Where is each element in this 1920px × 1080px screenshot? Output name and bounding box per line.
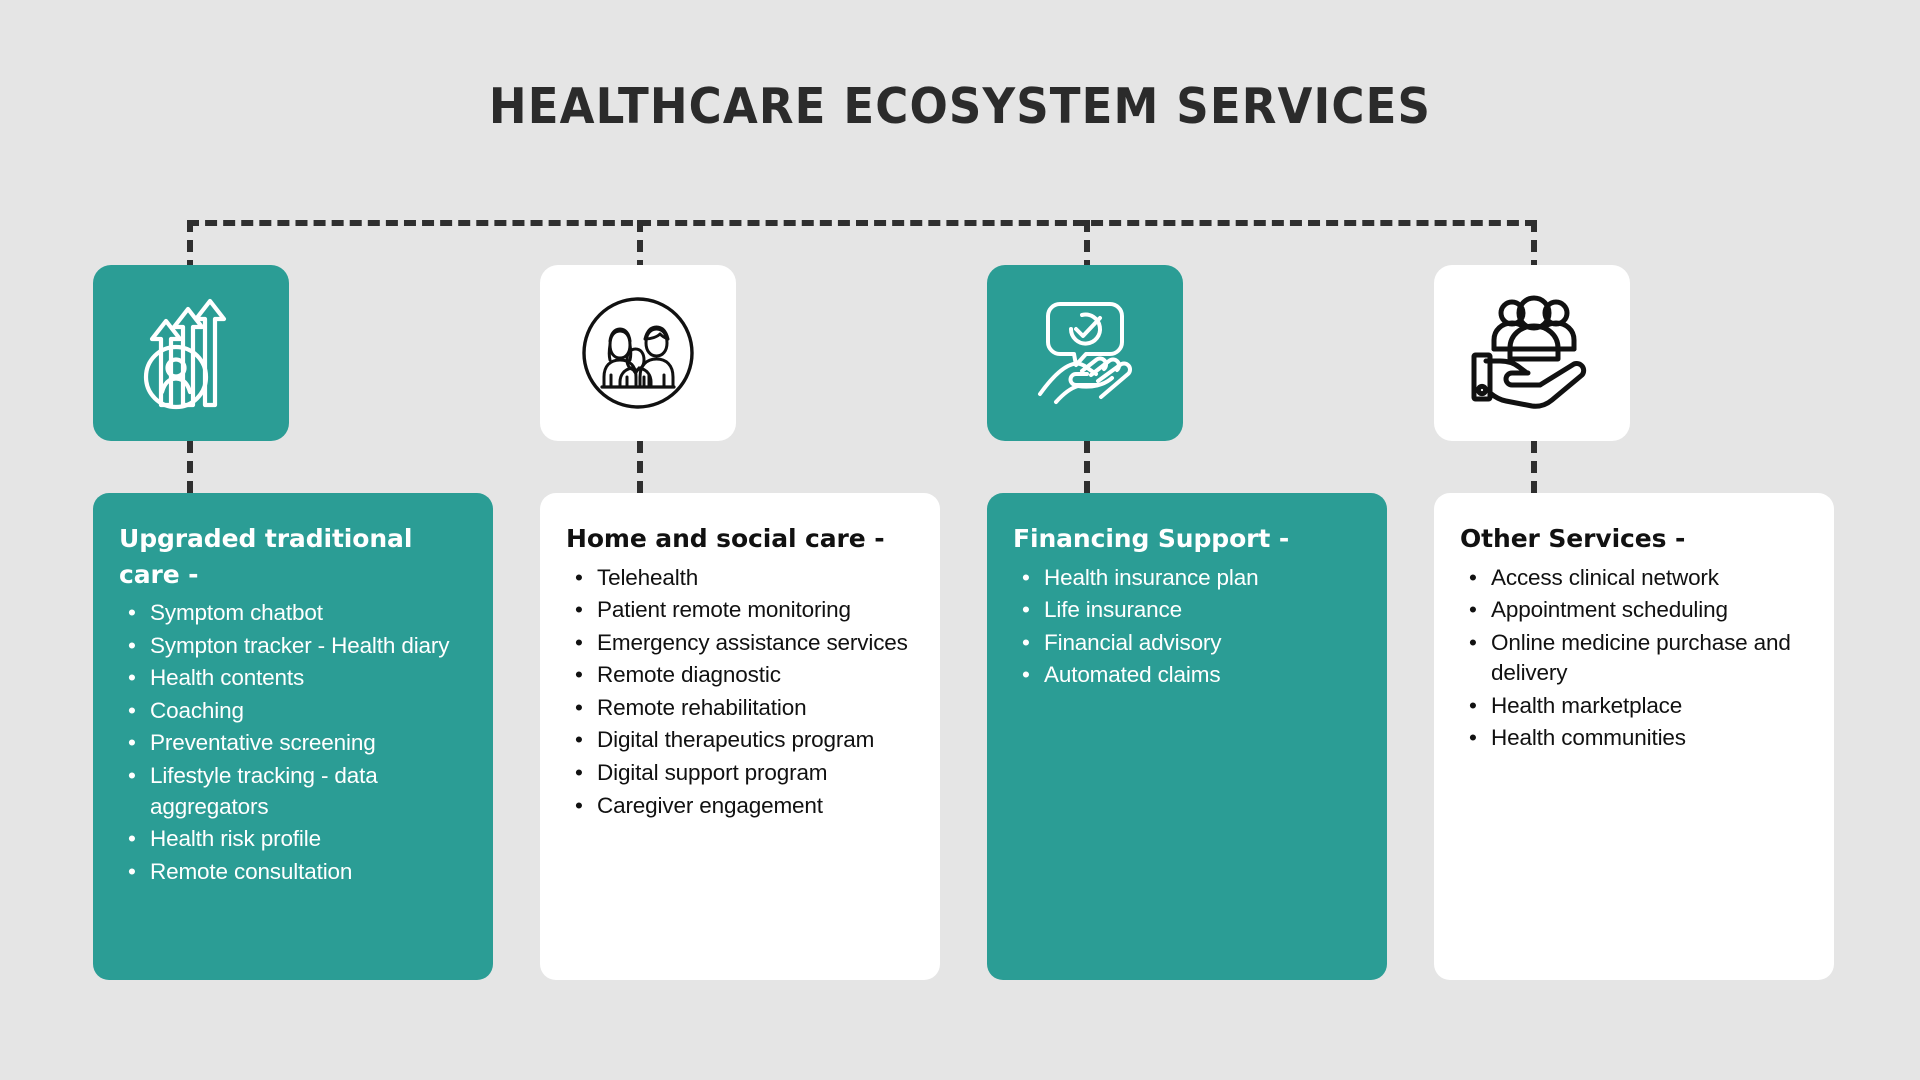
column-3-icon-wrap bbox=[987, 265, 1387, 441]
list-item: Digital support program bbox=[566, 758, 914, 789]
hand-holding-people-icon bbox=[1468, 291, 1596, 415]
connector-icon-to-card-1 bbox=[187, 441, 193, 493]
list-item: Appointment scheduling bbox=[1460, 595, 1808, 626]
list-item: Caregiver engagement bbox=[566, 791, 914, 822]
list-item: Financial advisory bbox=[1013, 628, 1361, 659]
column-2-icon-wrap bbox=[540, 265, 940, 441]
card-list: Telehealth Patient remote monitoring Eme… bbox=[566, 563, 914, 822]
list-item: Telehealth bbox=[566, 563, 914, 594]
list-item: Digital therapeutics program bbox=[566, 725, 914, 756]
card-list: Symptom chatbot Sympton tracker - Health… bbox=[119, 598, 467, 887]
column-4-icon-wrap bbox=[1434, 265, 1834, 441]
list-item: Remote consultation bbox=[119, 857, 467, 888]
list-item: Automated claims bbox=[1013, 660, 1361, 691]
column-1-icon-wrap bbox=[93, 265, 493, 441]
list-item: Health contents bbox=[119, 663, 467, 694]
card-other-services[interactable]: Other Services - Access clinical network… bbox=[1434, 493, 1834, 980]
card-upgraded-traditional-care[interactable]: Upgraded traditional care - Symptom chat… bbox=[93, 493, 493, 980]
connector-drop-1 bbox=[187, 220, 193, 272]
connector-drop-3 bbox=[1084, 220, 1090, 272]
list-item: Health communities bbox=[1460, 723, 1808, 754]
card-title: Financing Support - bbox=[1013, 524, 1290, 553]
list-item: Lifestyle tracking - data aggregators bbox=[119, 761, 467, 822]
list-item: Coaching bbox=[119, 696, 467, 727]
card-list: Access clinical network Appointment sche… bbox=[1460, 563, 1808, 755]
connector-horizontal-bus bbox=[187, 220, 1537, 226]
icon-box-2 bbox=[540, 265, 736, 441]
list-item: Symptom chatbot bbox=[119, 598, 467, 629]
connector-drop-2 bbox=[637, 220, 643, 272]
hand-approved-chat-icon bbox=[1024, 292, 1146, 414]
connector-icon-to-card-2 bbox=[637, 441, 643, 493]
list-item: Preventative screening bbox=[119, 728, 467, 759]
list-item: Remote rehabilitation bbox=[566, 693, 914, 724]
card-home-and-social-care[interactable]: Home and social care - Telehealth Patien… bbox=[540, 493, 940, 980]
page-title: HEALTHCARE ECOSYSTEM SERVICES bbox=[488, 78, 1432, 135]
list-item: Online medicine purchase and delivery bbox=[1460, 628, 1808, 689]
connector-drop-4 bbox=[1531, 220, 1537, 272]
card-title: Upgraded traditional care - bbox=[119, 524, 413, 589]
connector-icon-to-card-3 bbox=[1084, 441, 1090, 493]
list-item: Health marketplace bbox=[1460, 691, 1808, 722]
list-item: Access clinical network bbox=[1460, 563, 1808, 594]
list-item: Health risk profile bbox=[119, 824, 467, 855]
list-item: Patient remote monitoring bbox=[566, 595, 914, 626]
list-item: Emergency assistance services bbox=[566, 628, 914, 659]
growth-arrows-person-icon bbox=[131, 293, 251, 413]
list-item: Life insurance bbox=[1013, 595, 1361, 626]
card-title: Home and social care - bbox=[566, 524, 885, 553]
connector-icon-to-card-4 bbox=[1531, 441, 1537, 493]
icon-box-1 bbox=[93, 265, 289, 441]
icon-box-4 bbox=[1434, 265, 1630, 441]
card-list: Health insurance plan Life insurance Fin… bbox=[1013, 563, 1361, 691]
card-title: Other Services - bbox=[1460, 524, 1686, 553]
list-item: Sympton tracker - Health diary bbox=[119, 631, 467, 662]
icon-box-3 bbox=[987, 265, 1183, 441]
card-financing-support[interactable]: Financing Support - Health insurance pla… bbox=[987, 493, 1387, 980]
list-item: Remote diagnostic bbox=[566, 660, 914, 691]
family-group-circle-icon bbox=[574, 289, 702, 417]
list-item: Health insurance plan bbox=[1013, 563, 1361, 594]
